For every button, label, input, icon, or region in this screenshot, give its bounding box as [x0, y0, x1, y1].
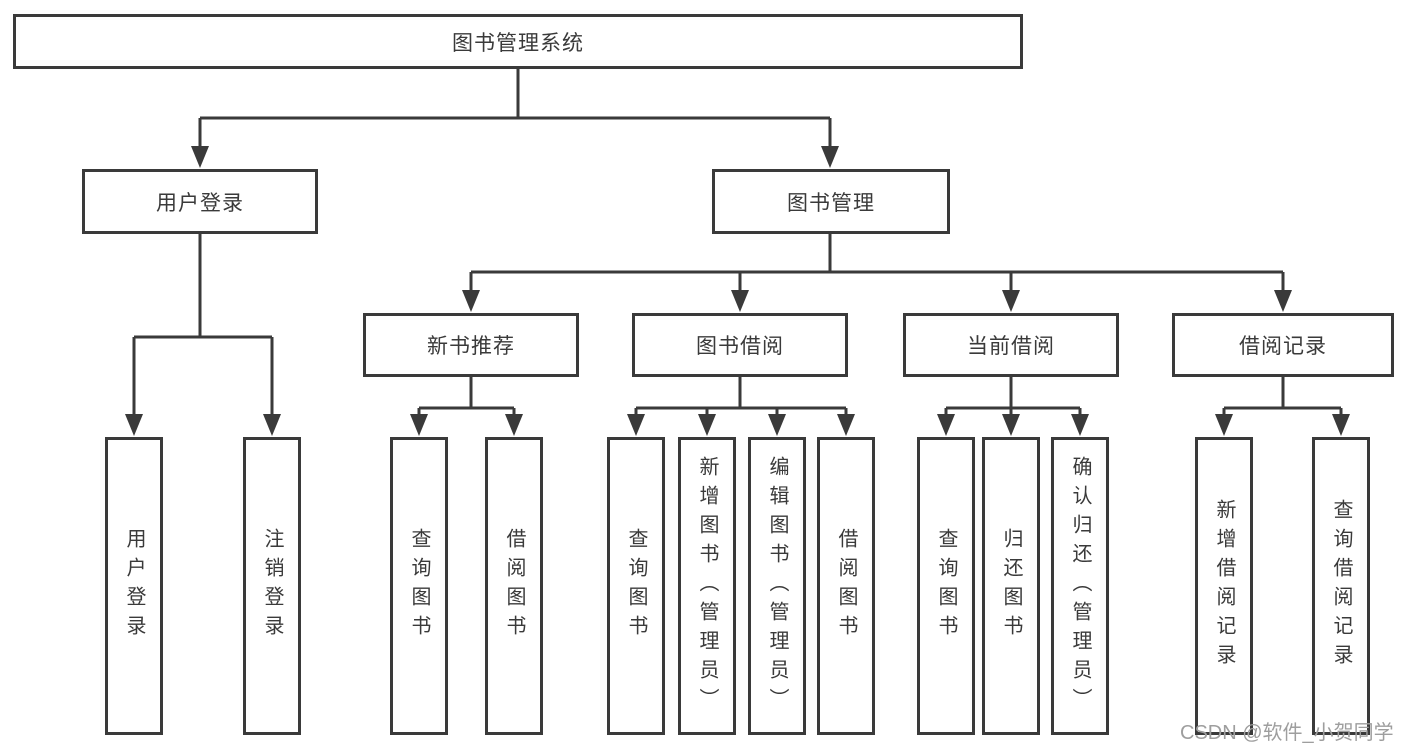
node-label: 借阅图书 — [835, 528, 857, 644]
node-label: 新增借阅记录 — [1213, 499, 1235, 673]
leaf-query-books-borrowing: 查询图书 — [607, 437, 665, 735]
node-label: 确认归还（管理员） — [1069, 455, 1091, 717]
arrowheads-leaves — [125, 414, 1350, 436]
node-label: 新增图书（管理员） — [696, 455, 718, 717]
leaf-query-books-newrec: 查询图书 — [390, 437, 448, 735]
arrowheads-level3 — [462, 290, 1292, 312]
connector-login-children — [132, 234, 274, 415]
node-book-management-branch: 图书管理 — [712, 169, 950, 234]
connector-current-children — [944, 377, 1082, 415]
leaf-user-login: 用户登录 — [105, 437, 163, 735]
arrowheads-level2 — [191, 146, 839, 168]
leaf-return-books: 归还图书 — [982, 437, 1040, 735]
node-book-borrowing: 图书借阅 — [632, 313, 848, 377]
leaf-query-books-current: 查询图书 — [917, 437, 975, 735]
connector-mgmt-to-level3 — [469, 234, 1285, 291]
connector-root-to-level2 — [198, 69, 832, 147]
leaf-borrow-books-borrowing: 借阅图书 — [817, 437, 875, 735]
node-label: 查询图书 — [408, 528, 430, 644]
leaf-logout: 注销登录 — [243, 437, 301, 735]
node-label: 图书借阅 — [696, 335, 784, 358]
node-label: 图书管理系统 — [452, 31, 584, 55]
node-label: 注销登录 — [261, 528, 283, 644]
node-borrowing-records: 借阅记录 — [1172, 313, 1394, 377]
node-label: 借阅图书 — [503, 528, 525, 644]
node-label: 用户登录 — [156, 191, 244, 215]
node-label: 归还图书 — [1000, 528, 1022, 644]
node-label: 查询图书 — [935, 528, 957, 644]
node-label: 新书推荐 — [427, 335, 515, 358]
node-library-management-system: 图书管理系统 — [13, 14, 1023, 69]
node-user-login-branch: 用户登录 — [82, 169, 318, 234]
leaf-query-borrow-record: 查询借阅记录 — [1312, 437, 1370, 735]
node-label: 图书管理 — [787, 191, 875, 215]
leaf-add-borrow-record: 新增借阅记录 — [1195, 437, 1253, 735]
leaf-borrow-books-newrec: 借阅图书 — [485, 437, 543, 735]
node-label: 借阅记录 — [1239, 335, 1327, 358]
leaf-edit-books-admin: 编辑图书（管理员） — [748, 437, 806, 735]
node-current-borrowing: 当前借阅 — [903, 313, 1119, 377]
node-label: 当前借阅 — [967, 335, 1055, 358]
node-label: 查询图书 — [625, 528, 647, 644]
csdn-watermark: CSDN @软件_小贺同学 — [1180, 722, 1394, 744]
leaf-confirm-return-admin: 确认归还（管理员） — [1051, 437, 1109, 735]
node-label: 用户登录 — [123, 528, 145, 644]
leaf-add-books-admin: 新增图书（管理员） — [678, 437, 736, 735]
connector-records-children — [1222, 377, 1343, 415]
node-new-book-recommendation: 新书推荐 — [363, 313, 579, 377]
connector-newrec-children — [417, 377, 516, 415]
node-label: 查询借阅记录 — [1330, 499, 1352, 673]
node-label: 编辑图书（管理员） — [766, 455, 788, 717]
connector-borrow-children — [634, 377, 848, 415]
